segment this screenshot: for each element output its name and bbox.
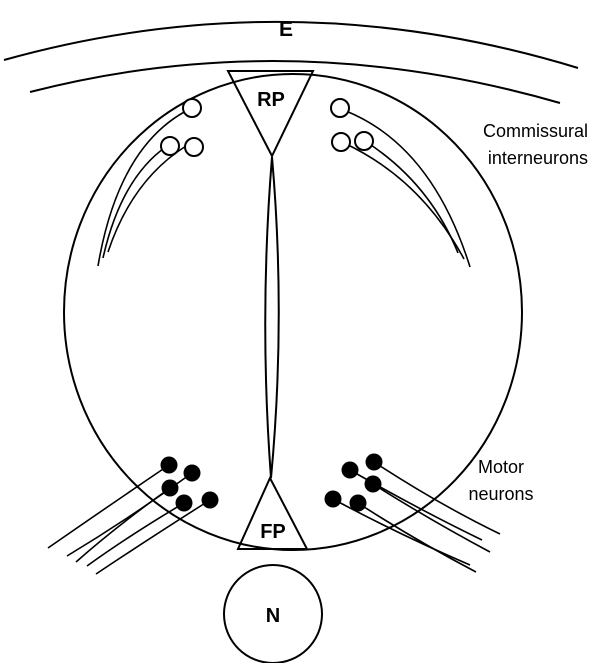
commissural-cell [185,138,203,156]
roof-plate-label: RP [257,89,285,111]
motor-label-line1: Motor [478,457,524,477]
motor-neuron-cell [202,492,219,509]
commissural-label-line1: Commissural [483,121,588,141]
floor-plate-label: FP [260,521,286,543]
motor-neuron-cell [342,462,359,479]
roof-plate [228,71,313,156]
ectoderm-inner-arc [30,61,560,103]
ectoderm-label: E [279,18,293,41]
motor-neuron-cell [325,491,342,508]
commissural-label-line2: interneurons [488,148,588,168]
commissural-cell [161,137,179,155]
motor-label-line2: neurons [468,484,533,504]
commissural-interneurons-left [98,99,203,266]
motor-neuron-cell [176,495,193,512]
commissural-cell [183,99,201,117]
motor-neuron-cell [162,480,179,497]
motor-neuron-cell [365,476,382,493]
commissural-cell [332,133,350,151]
motor-neuron-cell [366,454,383,471]
commissural-cell [355,132,373,150]
commissural-cell [331,99,349,117]
central-canal [265,157,279,478]
motor-neuron-cell [350,495,367,512]
motor-neuron-cell [184,465,201,482]
neural-tube-outline [64,74,522,550]
motor-neurons-right [325,454,501,573]
motor-neuron-cell [161,457,178,474]
commissural-interneurons-right [331,99,470,267]
notochord-label: N [266,605,280,627]
motor-neurons-left [48,457,219,575]
